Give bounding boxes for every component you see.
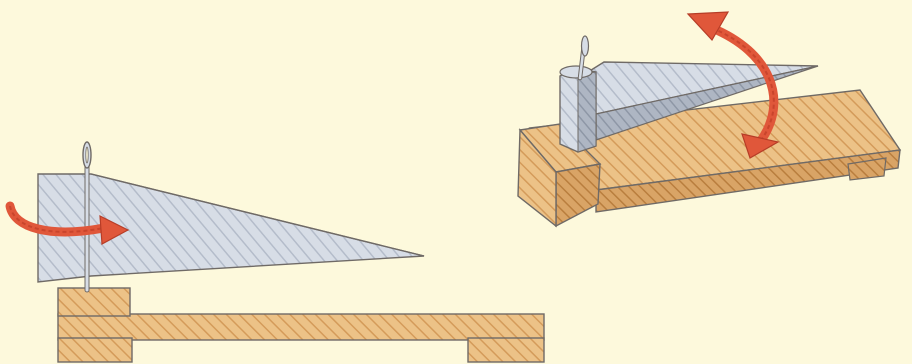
perspective-view-panel (518, 12, 900, 226)
upper-block (58, 288, 130, 316)
base-board (58, 314, 544, 362)
block-front (556, 164, 600, 226)
side-view-panel (10, 142, 544, 362)
